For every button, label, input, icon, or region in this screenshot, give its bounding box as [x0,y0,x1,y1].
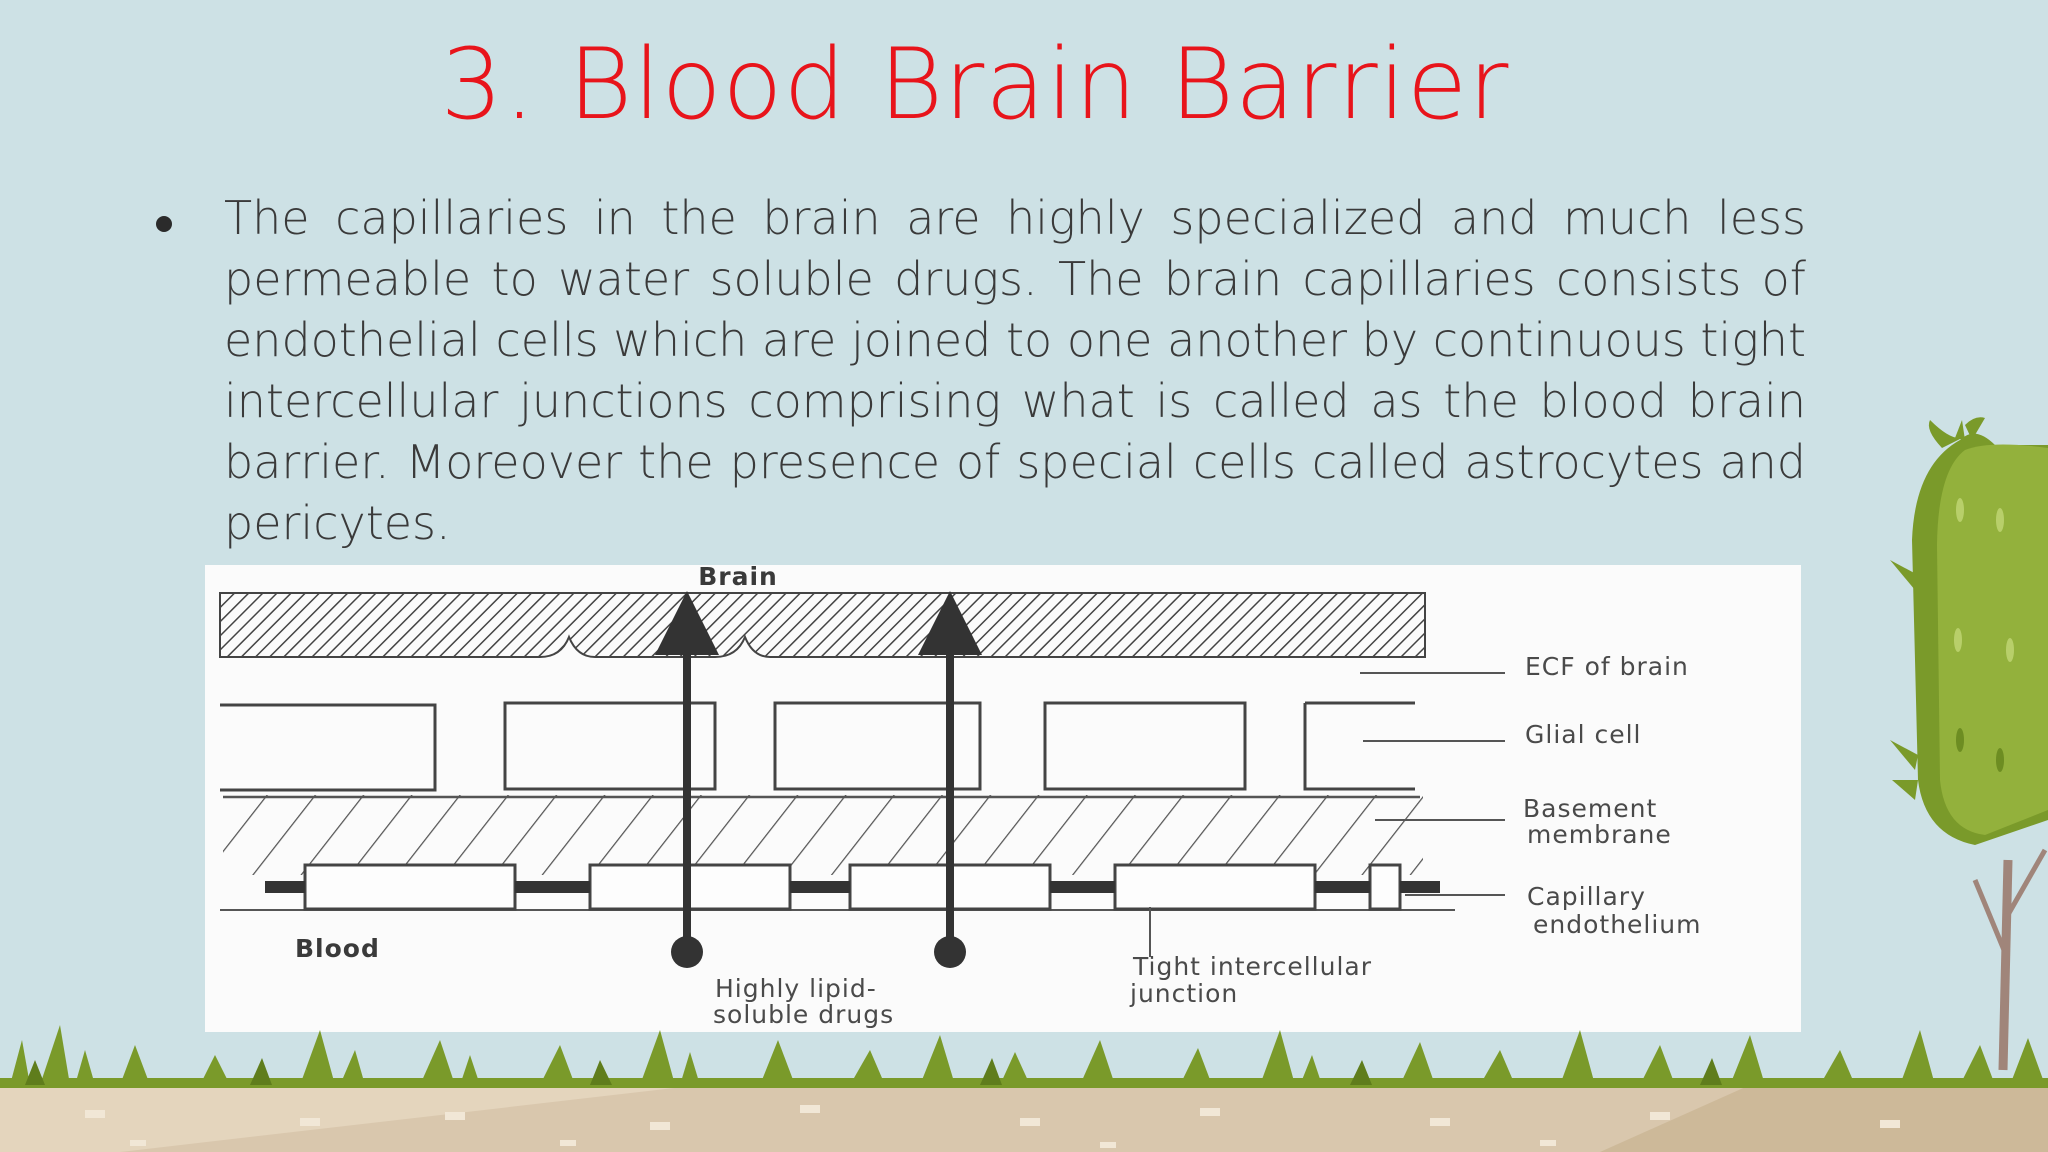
label-capillary-1: Capillary [1527,882,1646,911]
ground [0,1085,2048,1152]
figure-diagram: Brain ECF of brain Glial cell Basement m… [219,565,1702,1029]
brain-tissue [219,592,1426,658]
label-junction-1: Tight intercellular [1132,952,1372,981]
slide-title: 3. Blood Brain Barrier [440,28,1510,142]
bullet-text: The capillaries in the brain are highly … [224,191,1806,550]
endothelial-cells [303,863,1402,911]
label-drugs-1: Highly lipid- [715,974,877,1003]
grass [0,1025,2048,1088]
grass-dark [25,1058,1722,1085]
tree-icon [1890,417,2048,1071]
leader-lines [1149,672,1505,957]
label-basement-2: membrane [1527,820,1672,849]
blood-brain-barrier-figure: Brain ECF of brain Glial cell Basement m… [205,565,1801,1032]
bullet-item: The capillaries in the brain are highly … [150,188,1806,554]
label-capillary-2: endothelium [1533,910,1702,939]
label-brain: Brain [698,565,778,591]
label-junction-2: junction [1129,979,1238,1008]
drug-arrows [655,591,982,968]
glial-cells [220,701,1415,792]
label-drugs-2: soluble drugs [713,1000,894,1029]
tight-junctions [265,881,1440,893]
basement-membrane [223,795,1423,875]
label-ecf: ECF of brain [1525,652,1689,681]
bullet-list: The capillaries in the brain are highly … [150,188,1806,554]
bullet-dot-icon [156,216,172,232]
label-glial: Glial cell [1525,720,1642,749]
label-blood: Blood [295,934,380,963]
label-basement-1: Basement [1523,794,1657,823]
